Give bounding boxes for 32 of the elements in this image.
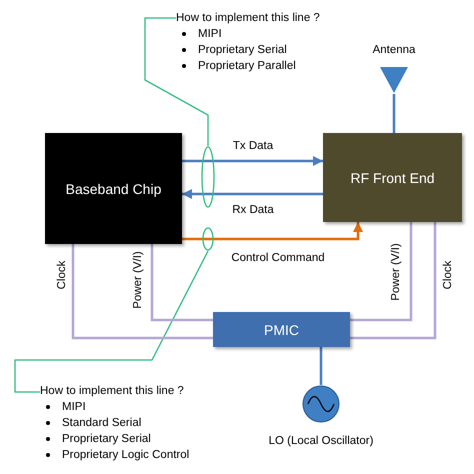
- arrow: [182, 222, 363, 240]
- bundle-ellipse: [201, 146, 215, 208]
- list-item: Proprietary Parallel: [198, 59, 296, 74]
- connector-line: [350, 222, 436, 340]
- connector-line: [320, 347, 322, 385]
- chip-label: Baseband Chip: [64, 180, 162, 196]
- list-item: Standard Serial: [62, 416, 142, 431]
- leader-line: [14, 250, 209, 393]
- connector-line: [72, 244, 213, 340]
- antenna-label: Antenna: [372, 44, 416, 56]
- chip-box: [213, 312, 350, 347]
- chip-label: PMIC: [263, 322, 300, 338]
- chip-box: [323, 133, 462, 222]
- list-item: MIPI: [198, 27, 222, 42]
- chip-box: [45, 133, 182, 244]
- list-item: Proprietary Logic Control: [62, 448, 190, 463]
- connector-line: [350, 222, 412, 322]
- list-item: Proprietary Serial: [62, 432, 151, 447]
- connector-line: [392, 94, 396, 133]
- oscillator-label: LO (Local Oscillator): [268, 434, 374, 449]
- list-item: Proprietary Serial: [198, 43, 287, 58]
- connector-line: [150, 244, 213, 322]
- edge-label: Power (V/I): [131, 249, 145, 311]
- leader-line: [144, 17, 209, 146]
- edge-label: Power (V/I): [389, 241, 403, 303]
- list-item: MIPI: [62, 400, 86, 415]
- callout-heading: How to implement this line ?: [40, 384, 184, 399]
- chip-label: RF Front End: [349, 170, 436, 186]
- callout-heading: How to implement this line ?: [176, 11, 320, 26]
- arrow: [182, 189, 323, 199]
- arrow: [182, 156, 323, 166]
- bundle-ellipse: [202, 227, 214, 251]
